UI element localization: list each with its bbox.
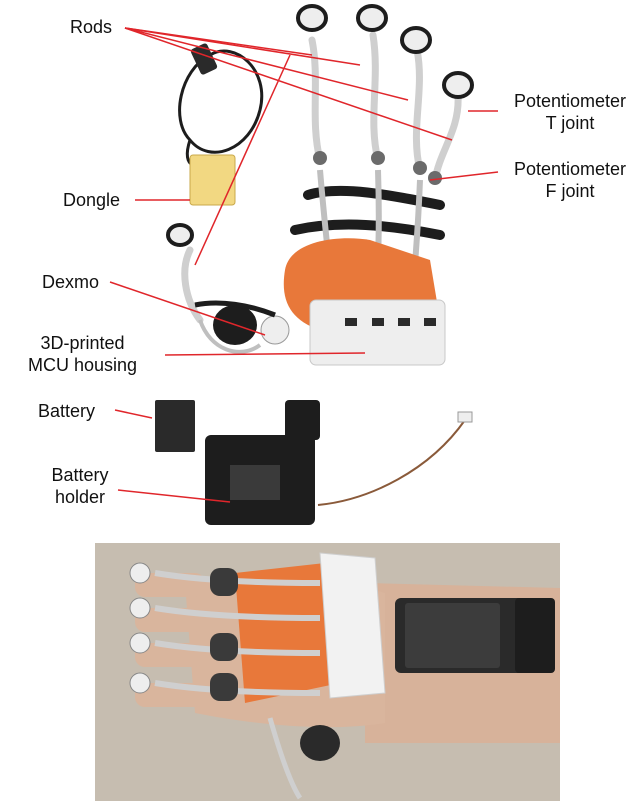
label-rods: Rods xyxy=(70,17,113,37)
label-battery-holder-line2: holder xyxy=(54,487,106,507)
label-mcu-housing: 3D-printed MCU housing xyxy=(0,332,165,376)
label-battery-holder-line1: Battery xyxy=(51,465,109,485)
label-potentiometer-f-line1: Potentiometer xyxy=(513,159,627,179)
worn-device-photo xyxy=(95,543,560,801)
label-battery: Battery xyxy=(38,401,96,421)
label-mcu-housing-line2: MCU housing xyxy=(27,355,138,375)
label-dexmo: Dexmo xyxy=(42,272,100,292)
label-potentiometer-t-line2: T joint xyxy=(545,113,595,133)
label-potentiometer-t: Potentiometer T joint xyxy=(500,90,640,134)
label-potentiometer-f-line2: F joint xyxy=(545,181,595,201)
label-dongle: Dongle xyxy=(63,190,121,210)
label-potentiometer-t-line1: Potentiometer xyxy=(513,91,627,111)
label-potentiometer-f: Potentiometer F joint xyxy=(500,158,640,202)
label-mcu-housing-line1: 3D-printed xyxy=(40,333,125,353)
label-battery-holder: Battery holder xyxy=(35,464,125,508)
device-photo xyxy=(155,4,474,525)
